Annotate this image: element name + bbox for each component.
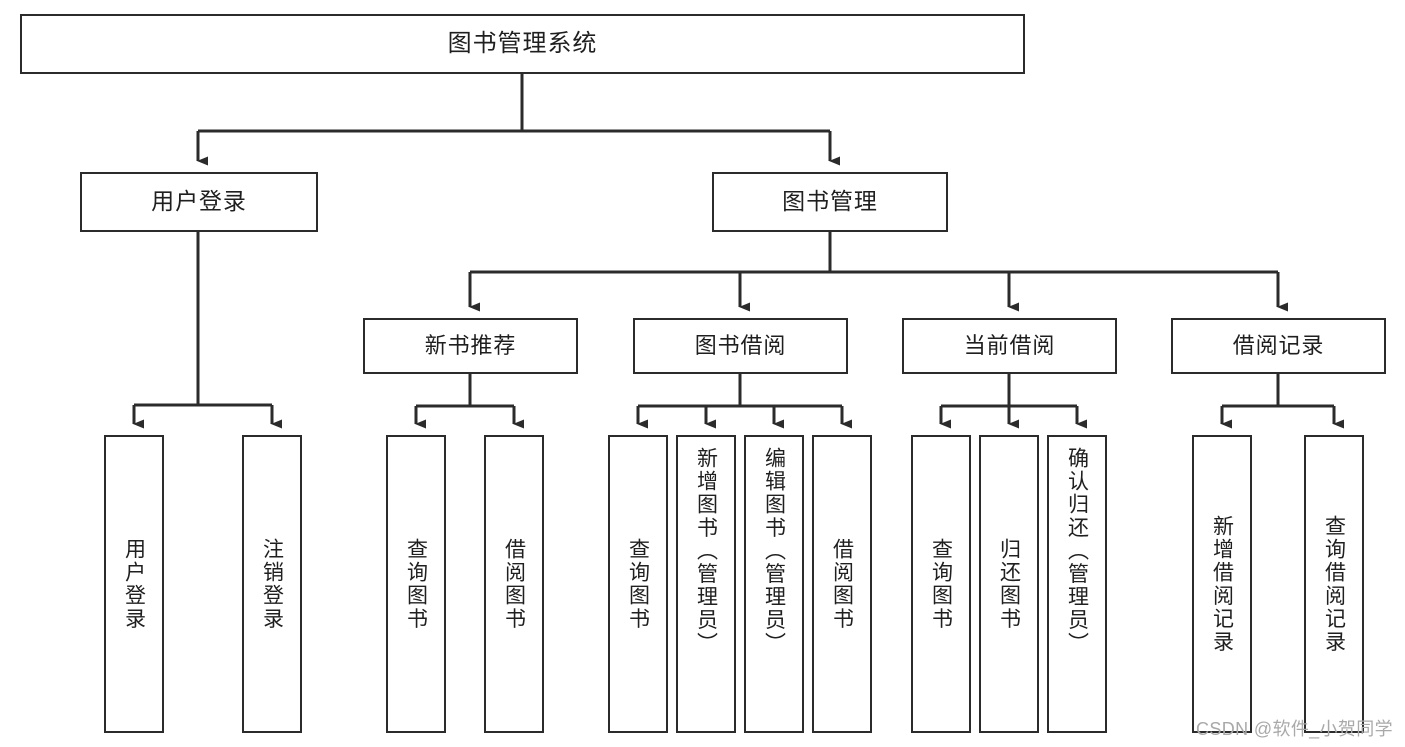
leaf-return-book-label: 归还图书 bbox=[997, 537, 1021, 631]
leaf-borrow-book[interactable]: 借阅图书 bbox=[812, 435, 872, 733]
leaf-query-book-newbook-label: 查询图书 bbox=[404, 537, 428, 631]
leaf-borrow-book-newbook-label: 借阅图书 bbox=[502, 537, 526, 631]
leaf-borrow-book-newbook[interactable]: 借阅图书 bbox=[484, 435, 544, 733]
node-new-book-recommend-label: 新书推荐 bbox=[424, 333, 517, 359]
leaf-confirm-return-admin-label: 确认归还（管理员） bbox=[1065, 447, 1089, 655]
leaf-edit-book-admin-label: 编辑图书（管理员） bbox=[762, 447, 786, 655]
leaf-confirm-return-admin[interactable]: 确认归还（管理员） bbox=[1047, 435, 1107, 733]
leaf-query-borrow-record-label: 查询借阅记录 bbox=[1322, 514, 1346, 654]
leaf-query-book-borrow[interactable]: 查询图书 bbox=[608, 435, 668, 733]
leaf-logout[interactable]: 注销登录 bbox=[242, 435, 302, 733]
leaf-add-borrow-record-label: 新增借阅记录 bbox=[1210, 514, 1234, 654]
node-borrow-record[interactable]: 借阅记录 bbox=[1171, 318, 1386, 374]
node-book-borrow-label: 图书借阅 bbox=[694, 333, 787, 359]
leaf-logout-label: 注销登录 bbox=[260, 537, 284, 631]
node-current-borrow[interactable]: 当前借阅 bbox=[902, 318, 1117, 374]
leaf-user-login-label: 用户登录 bbox=[122, 537, 146, 631]
leaf-query-book-current-label: 查询图书 bbox=[929, 537, 953, 631]
leaf-add-book-admin[interactable]: 新增图书（管理员） bbox=[676, 435, 736, 733]
leaf-add-borrow-record[interactable]: 新增借阅记录 bbox=[1192, 435, 1252, 733]
leaf-query-book-newbook[interactable]: 查询图书 bbox=[386, 435, 446, 733]
leaf-query-book-borrow-label: 查询图书 bbox=[626, 537, 650, 631]
leaf-add-book-admin-label: 新增图书（管理员） bbox=[694, 447, 718, 655]
leaf-query-borrow-record[interactable]: 查询借阅记录 bbox=[1304, 435, 1364, 733]
node-root-system-label: 图书管理系统 bbox=[447, 29, 598, 57]
csdn-watermark: CSDN @软件_小贺同学 bbox=[1196, 719, 1393, 739]
node-book-management-label: 图书管理 bbox=[782, 188, 878, 215]
node-new-book-recommend[interactable]: 新书推荐 bbox=[363, 318, 578, 374]
node-root-system[interactable]: 图书管理系统 bbox=[20, 14, 1025, 74]
leaf-query-book-current[interactable]: 查询图书 bbox=[911, 435, 971, 733]
leaf-borrow-book-label: 借阅图书 bbox=[830, 537, 854, 631]
node-current-borrow-label: 当前借阅 bbox=[963, 333, 1056, 359]
node-borrow-record-label: 借阅记录 bbox=[1232, 333, 1325, 359]
node-book-borrow[interactable]: 图书借阅 bbox=[633, 318, 848, 374]
node-user-login[interactable]: 用户登录 bbox=[80, 172, 318, 232]
leaf-return-book[interactable]: 归还图书 bbox=[979, 435, 1039, 733]
leaf-user-login[interactable]: 用户登录 bbox=[104, 435, 164, 733]
node-user-login-label: 用户登录 bbox=[151, 188, 247, 215]
node-book-management[interactable]: 图书管理 bbox=[712, 172, 948, 232]
leaf-edit-book-admin[interactable]: 编辑图书（管理员） bbox=[744, 435, 804, 733]
